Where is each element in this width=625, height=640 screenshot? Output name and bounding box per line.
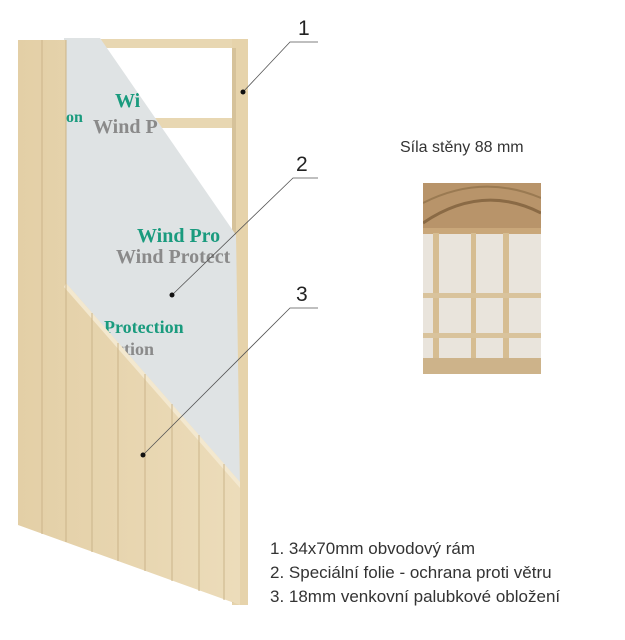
legend-item-membrane: 2. Speciální folie - ochrana proti větru xyxy=(270,563,552,582)
callout-label-3: 3 xyxy=(296,283,308,306)
svg-text:on: on xyxy=(66,109,83,126)
legend-list: 1. 34x70mm obvodový rám 2. Speciální fol… xyxy=(270,537,560,609)
svg-text:Wind Pro: Wind Pro xyxy=(137,225,220,247)
cladding-boards xyxy=(18,40,240,605)
svg-text:Wind P: Wind P xyxy=(93,116,158,138)
svg-text:Wind Protect: Wind Protect xyxy=(116,246,231,268)
callout-dot-2 xyxy=(169,292,175,298)
wind-membrane xyxy=(64,38,240,488)
callout-dot-1 xyxy=(240,89,246,95)
svg-text:Protection: Protection xyxy=(104,317,184,337)
callout-label-2: 2 xyxy=(296,153,308,176)
legend-item-cladding: 3. 18mm venkovní palubkové obložení xyxy=(270,587,561,606)
svg-text:Wi: Wi xyxy=(115,90,141,112)
callout-label-1: 1 xyxy=(298,17,310,40)
callout-dot-3 xyxy=(140,452,146,458)
wall-thickness-label: Síla stěny 88 mm xyxy=(400,139,524,156)
interior-photo xyxy=(423,183,541,374)
legend-item-frame: 1. 34x70mm obvodový rám xyxy=(270,539,476,558)
membrane-print: Wi on Wind P Wind Pro Wind Protect Prote… xyxy=(66,90,231,359)
callout-leaders xyxy=(142,41,318,456)
